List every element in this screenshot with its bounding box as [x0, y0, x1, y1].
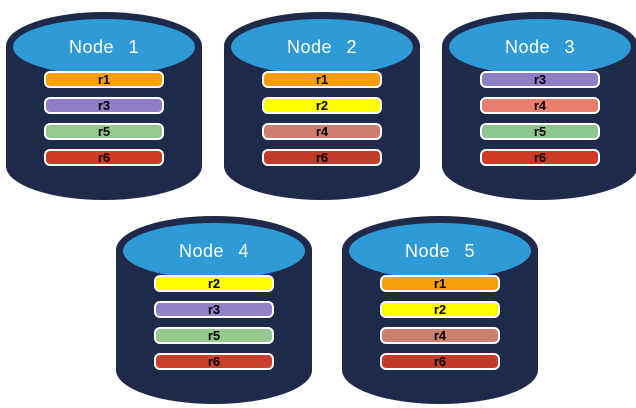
replica-label: r4	[433, 328, 447, 343]
node-label: Node 4	[178, 240, 250, 261]
replica-list: r3 r4 r5 r6	[480, 71, 600, 166]
cylinder-top-face: Node 3	[447, 17, 633, 77]
replica-label: r6	[433, 354, 447, 369]
replica-label: r6	[97, 150, 111, 165]
replica-bar-r4: r4	[480, 97, 600, 114]
replica-bar-r5: r5	[154, 327, 274, 344]
database-node-5: Node 5 r1 r2 r4 r6	[342, 212, 538, 404]
replica-label: r3	[97, 98, 111, 113]
node-label: Node 1	[68, 36, 140, 57]
replica-bar-r4: r4	[380, 327, 500, 344]
replica-bar-r5: r5	[44, 123, 164, 140]
replica-label: r1	[433, 276, 447, 291]
replica-label: r5	[207, 328, 221, 343]
replica-bar-r4: r4	[262, 123, 382, 140]
replica-bar-r5: r5	[480, 123, 600, 140]
replica-bar-r2: r2	[154, 275, 274, 292]
replica-bar-r1: r1	[44, 71, 164, 88]
replica-list: r1 r2 r4 r6	[380, 275, 500, 370]
replica-label: r1	[315, 72, 329, 87]
replica-label: r5	[97, 124, 111, 139]
replica-list: r1 r2 r4 r6	[262, 71, 382, 166]
database-node-3: Node 3 r3 r4 r5 r6	[442, 8, 636, 200]
replica-label: r2	[207, 276, 221, 291]
replica-list: r1 r3 r5 r6	[44, 71, 164, 166]
node-row-bottom: Node 4 r2 r3 r5 r6 Node 5 r1 r2 r4 r6	[116, 212, 538, 404]
database-node-1: Node 1 r1 r3 r5 r6	[6, 8, 202, 200]
replica-label: r2	[433, 302, 447, 317]
node-label: Node 5	[404, 240, 476, 261]
node-label: Node 2	[286, 36, 358, 57]
database-node-2: Node 2 r1 r2 r4 r6	[224, 8, 420, 200]
replica-label: r4	[533, 98, 547, 113]
replica-bar-r6: r6	[44, 149, 164, 166]
cylinder-top-face: Node 4	[121, 221, 307, 281]
node-row-top: Node 1 r1 r3 r5 r6 Node 2 r1 r2 r4 r6	[6, 8, 636, 200]
node-label: Node 3	[504, 36, 576, 57]
replica-bar-r1: r1	[262, 71, 382, 88]
replica-label: r6	[315, 150, 329, 165]
replica-label: r6	[533, 150, 547, 165]
replica-bar-r2: r2	[380, 301, 500, 318]
replica-label: r2	[315, 98, 329, 113]
replica-label: r6	[207, 354, 221, 369]
replica-bar-r6: r6	[480, 149, 600, 166]
replica-bar-r3: r3	[154, 301, 274, 318]
replica-label: r4	[315, 124, 329, 139]
cylinder-top-face: Node 1	[11, 17, 197, 77]
replica-label: r5	[533, 124, 547, 139]
cylinder-top-face: Node 2	[229, 17, 415, 77]
replica-bar-r3: r3	[480, 71, 600, 88]
replica-label: r3	[533, 72, 547, 87]
replica-bar-r6: r6	[380, 353, 500, 370]
replica-label: r1	[97, 72, 111, 87]
replica-bar-r3: r3	[44, 97, 164, 114]
replica-list: r2 r3 r5 r6	[154, 275, 274, 370]
replica-bar-r6: r6	[262, 149, 382, 166]
replica-bar-r2: r2	[262, 97, 382, 114]
replica-label: r3	[207, 302, 221, 317]
cylinder-top-face: Node 5	[347, 221, 533, 281]
replica-bar-r6: r6	[154, 353, 274, 370]
database-node-4: Node 4 r2 r3 r5 r6	[116, 212, 312, 404]
replica-bar-r1: r1	[380, 275, 500, 292]
